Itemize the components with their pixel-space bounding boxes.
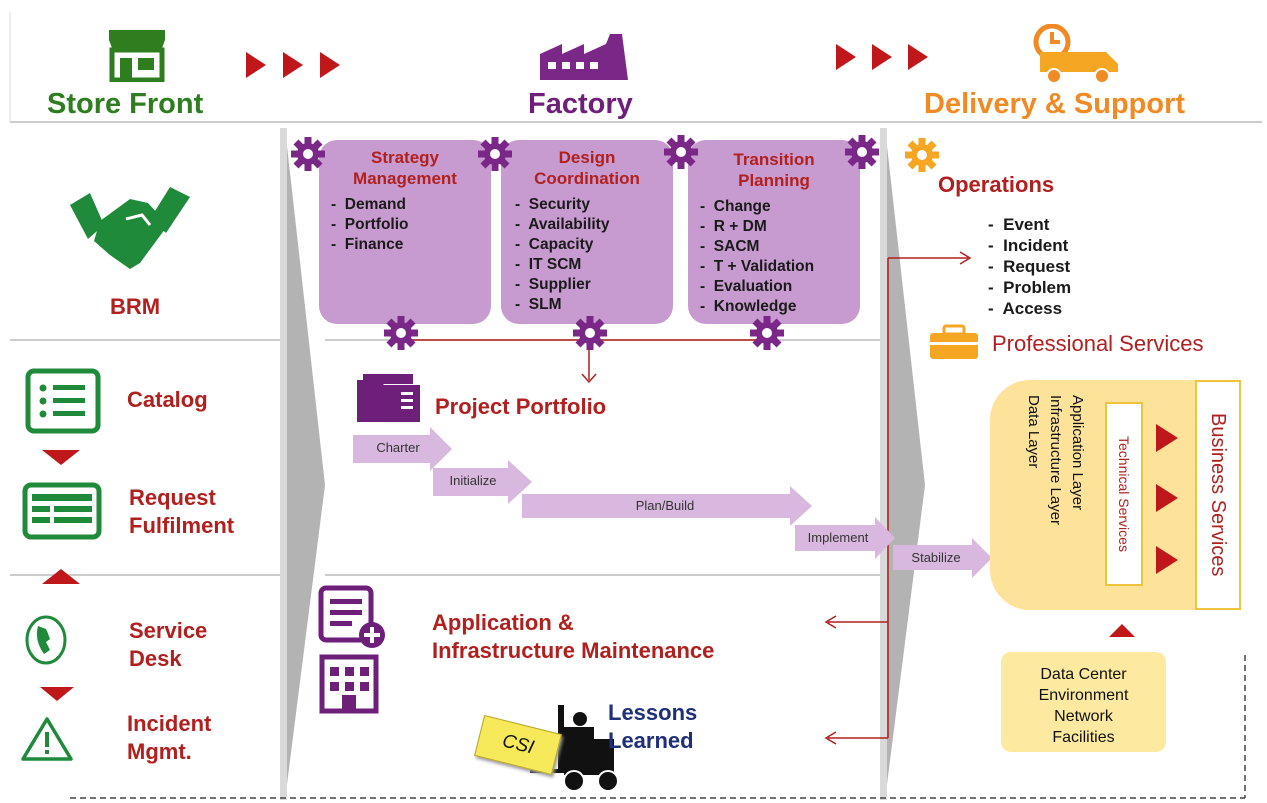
list-item: Request <box>988 256 1071 277</box>
service-arrows <box>1156 424 1178 574</box>
design-title-2: Coordination <box>534 169 640 188</box>
dc-item: Data Center <box>1040 666 1127 683</box>
initialize-label: Initialize <box>449 473 497 488</box>
charter-label: Charter <box>376 440 420 455</box>
lessons-label-2: Learned <box>608 728 694 753</box>
charter-arrow <box>353 427 452 471</box>
stabilize-arrow <box>893 538 992 578</box>
store-icon <box>109 30 165 82</box>
strategy-box: Strategy Management Demand Portfolio Fin… <box>319 140 491 324</box>
list-item: Incident <box>988 235 1071 256</box>
dc-item: Network <box>1054 708 1113 725</box>
list-item: SACM <box>700 237 814 257</box>
folder-icon <box>357 374 420 422</box>
delivery-truck-icon <box>1033 24 1118 84</box>
project-portfolio-label: Project Portfolio <box>435 394 607 419</box>
dc-item: Facilities <box>1052 729 1115 746</box>
list-item: Security <box>515 195 609 215</box>
layer-label: Data Layer <box>1025 395 1042 469</box>
transition-box: Transition Planning Change R + DM SACM T… <box>688 140 860 324</box>
dc-item: Environment <box>1038 687 1129 704</box>
list-item: Availability <box>515 215 609 235</box>
list-item: Access <box>988 298 1071 319</box>
factory-icon <box>540 34 628 80</box>
list-item: SLM <box>515 295 609 315</box>
list-item: Evaluation <box>700 277 814 297</box>
maintenance-icons <box>318 585 385 714</box>
strategy-title-2: Management <box>353 169 457 188</box>
list-item: Supplier <box>515 275 609 295</box>
list-item: IT SCM <box>515 255 609 275</box>
strategy-title-1: Strategy <box>370 148 440 167</box>
catalog-icon <box>25 368 101 434</box>
aim-label-1: Application & <box>432 610 574 635</box>
technical-services-label: Technical Services <box>1116 436 1132 552</box>
forklift-icon <box>530 705 619 792</box>
delivery-heading: Delivery & Support <box>924 88 1186 120</box>
handshake-icon <box>70 187 190 269</box>
design-title-1: Design <box>558 148 616 167</box>
store-front-heading: Store Front <box>47 88 204 120</box>
brm-label: BRM <box>110 294 161 319</box>
design-items: Security Availability Capacity IT SCM Su… <box>515 195 609 315</box>
implement-arrow <box>795 517 895 559</box>
factory-heading: Factory <box>528 88 633 120</box>
list-item: Finance <box>331 235 409 255</box>
design-box: Design Coordination Security Availabilit… <box>501 140 673 324</box>
plan-build-arrow <box>522 486 812 526</box>
plan-build-label: Plan/Build <box>635 498 695 513</box>
catalog-label: Catalog <box>127 387 208 412</box>
strategy-items: Demand Portfolio Finance <box>331 195 409 255</box>
stabilize-label: Stabilize <box>911 550 961 565</box>
data-center-box: Data Center Environment Network Faciliti… <box>1001 652 1166 752</box>
implement-label: Implement <box>807 530 869 545</box>
request-label-2: Fulfilment <box>129 513 235 538</box>
list-item: Event <box>988 214 1071 235</box>
operations-heading: Operations <box>938 172 1055 197</box>
service-label-1: Service <box>129 618 208 643</box>
phone-icon <box>25 615 67 665</box>
lessons-label-1: Lessons <box>608 700 698 725</box>
initialize-arrow <box>433 460 532 504</box>
professional-services-label: Professional Services <box>992 331 1204 356</box>
layer-label: Infrastructure Layer <box>1047 395 1064 526</box>
list-item: T + Validation <box>700 257 814 277</box>
list-item: Knowledge <box>700 297 814 317</box>
request-form-icon <box>22 482 102 540</box>
transition-items: Change R + DM SACM T + Validation Evalua… <box>700 197 814 317</box>
list-item: Demand <box>331 195 409 215</box>
warning-icon <box>21 717 73 761</box>
list-item: Capacity <box>515 235 609 255</box>
business-services-label: Business Services <box>1207 413 1229 577</box>
briefcase-icon <box>930 324 978 359</box>
incident-label-2: Mgmt. <box>127 739 192 764</box>
request-label-1: Request <box>129 485 216 510</box>
service-label-2: Desk <box>129 646 182 671</box>
technical-services-box: Technical Services <box>1105 402 1143 586</box>
layer-label: Application Layer <box>1069 395 1086 511</box>
list-item: Change <box>700 197 814 217</box>
transition-title-1: Transition <box>733 150 815 169</box>
aim-label-2: Infrastructure Maintenance <box>432 638 715 663</box>
incident-label-1: Incident <box>127 711 212 736</box>
list-item: Portfolio <box>331 215 409 235</box>
transition-title-2: Planning <box>738 171 810 190</box>
layers-group: Application Layer Infrastructure Layer D… <box>1011 395 1091 590</box>
business-services-box: Business Services <box>1195 380 1241 610</box>
list-item: Problem <box>988 277 1071 298</box>
operations-items: Event Incident Request Problem Access <box>988 214 1071 319</box>
list-item: R + DM <box>700 217 814 237</box>
